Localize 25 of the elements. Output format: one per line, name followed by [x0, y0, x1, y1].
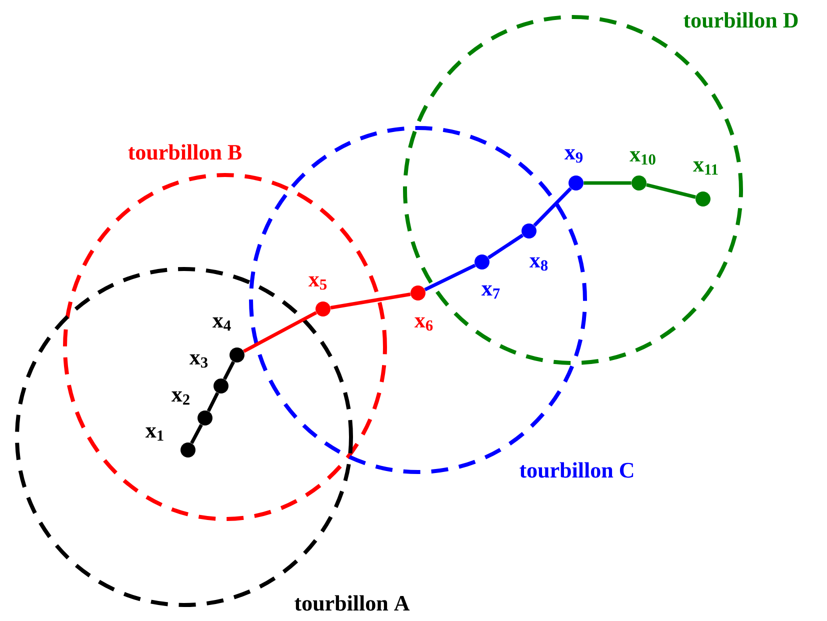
connecting-line	[584, 181, 632, 185]
point-label: x$_{1}$	[145, 427, 164, 441]
point-label: x$_{2}$	[171, 391, 190, 405]
point-label: x$_{11}$	[693, 161, 718, 175]
connecting-line	[424, 264, 476, 292]
point-label: x$_{8}$	[529, 257, 548, 271]
circle-label: tourbillon A	[294, 595, 410, 611]
circle-label: tourbillon D	[684, 12, 798, 28]
circle-label: tourbillon C	[520, 462, 634, 478]
connecting-line	[487, 234, 524, 260]
connecting-line	[533, 187, 572, 227]
circle-label: tourbillon B	[128, 144, 242, 160]
point-label: x$_{9}$	[564, 149, 583, 163]
connecting-line	[190, 424, 203, 444]
connecting-line	[222, 361, 236, 380]
point-label: x$_{7}$	[481, 285, 500, 299]
point-label: x$_{4}$	[212, 317, 231, 331]
point-label: x$_{3}$	[189, 354, 208, 368]
point-label: x$_{10}$	[630, 151, 656, 165]
point-label: x$_{5}$	[308, 276, 327, 290]
point-label: x$_{6}$	[414, 317, 433, 331]
connecting-line	[242, 311, 318, 353]
connecting-line	[646, 183, 696, 199]
connecting-line	[330, 292, 411, 310]
connecting-line	[206, 392, 220, 412]
